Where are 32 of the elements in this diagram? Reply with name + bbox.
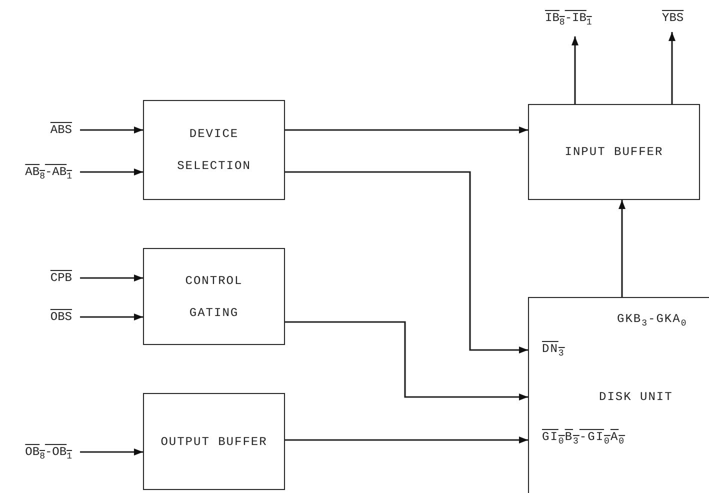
arrow bbox=[285, 126, 528, 134]
arrow bbox=[618, 200, 626, 297]
arrow bbox=[668, 32, 676, 104]
signal-label: OB$_{8}$-OB$_{1}$ bbox=[25, 444, 72, 464]
block-box bbox=[528, 104, 700, 200]
pin-label: GI$_{0}$B$_{3}$-GI$_{0}$A$_{0}$ bbox=[542, 430, 626, 446]
block-title: OUTPUT BUFFER bbox=[160, 434, 268, 450]
signal-label: AB$_{8}$-AB$_{1}$ bbox=[25, 164, 72, 184]
arrow bbox=[80, 126, 143, 134]
arrow bbox=[572, 36, 578, 104]
arrow bbox=[80, 168, 143, 176]
arrow bbox=[80, 274, 143, 282]
block-title: INPUT BUFFER bbox=[564, 144, 664, 161]
arrow bbox=[80, 448, 143, 456]
signal-label: CPB bbox=[50, 270, 72, 286]
arrow bbox=[285, 436, 528, 444]
signal-label: ABS bbox=[50, 122, 72, 138]
signal-label: YBS bbox=[662, 10, 684, 26]
signal-label: GKB$_{3}$-GKA$_{0}$ bbox=[617, 312, 688, 328]
signal-label: OBS bbox=[50, 309, 72, 325]
block-title: DEVICE SELECTION bbox=[176, 126, 252, 175]
signal-label: IB$_{8}$-IB$_{1}$ bbox=[545, 10, 592, 30]
block-box bbox=[143, 393, 285, 490]
pin-label: DN$_{3}$ bbox=[542, 342, 565, 358]
arrow bbox=[285, 321, 528, 400]
arrow bbox=[285, 171, 528, 354]
arrow bbox=[80, 314, 143, 320]
block-box bbox=[143, 248, 285, 345]
block-box bbox=[143, 100, 285, 200]
block-title: DISK UNIT bbox=[599, 390, 673, 404]
block-box bbox=[528, 297, 709, 493]
block-title: CONTROL GATING bbox=[184, 272, 244, 322]
